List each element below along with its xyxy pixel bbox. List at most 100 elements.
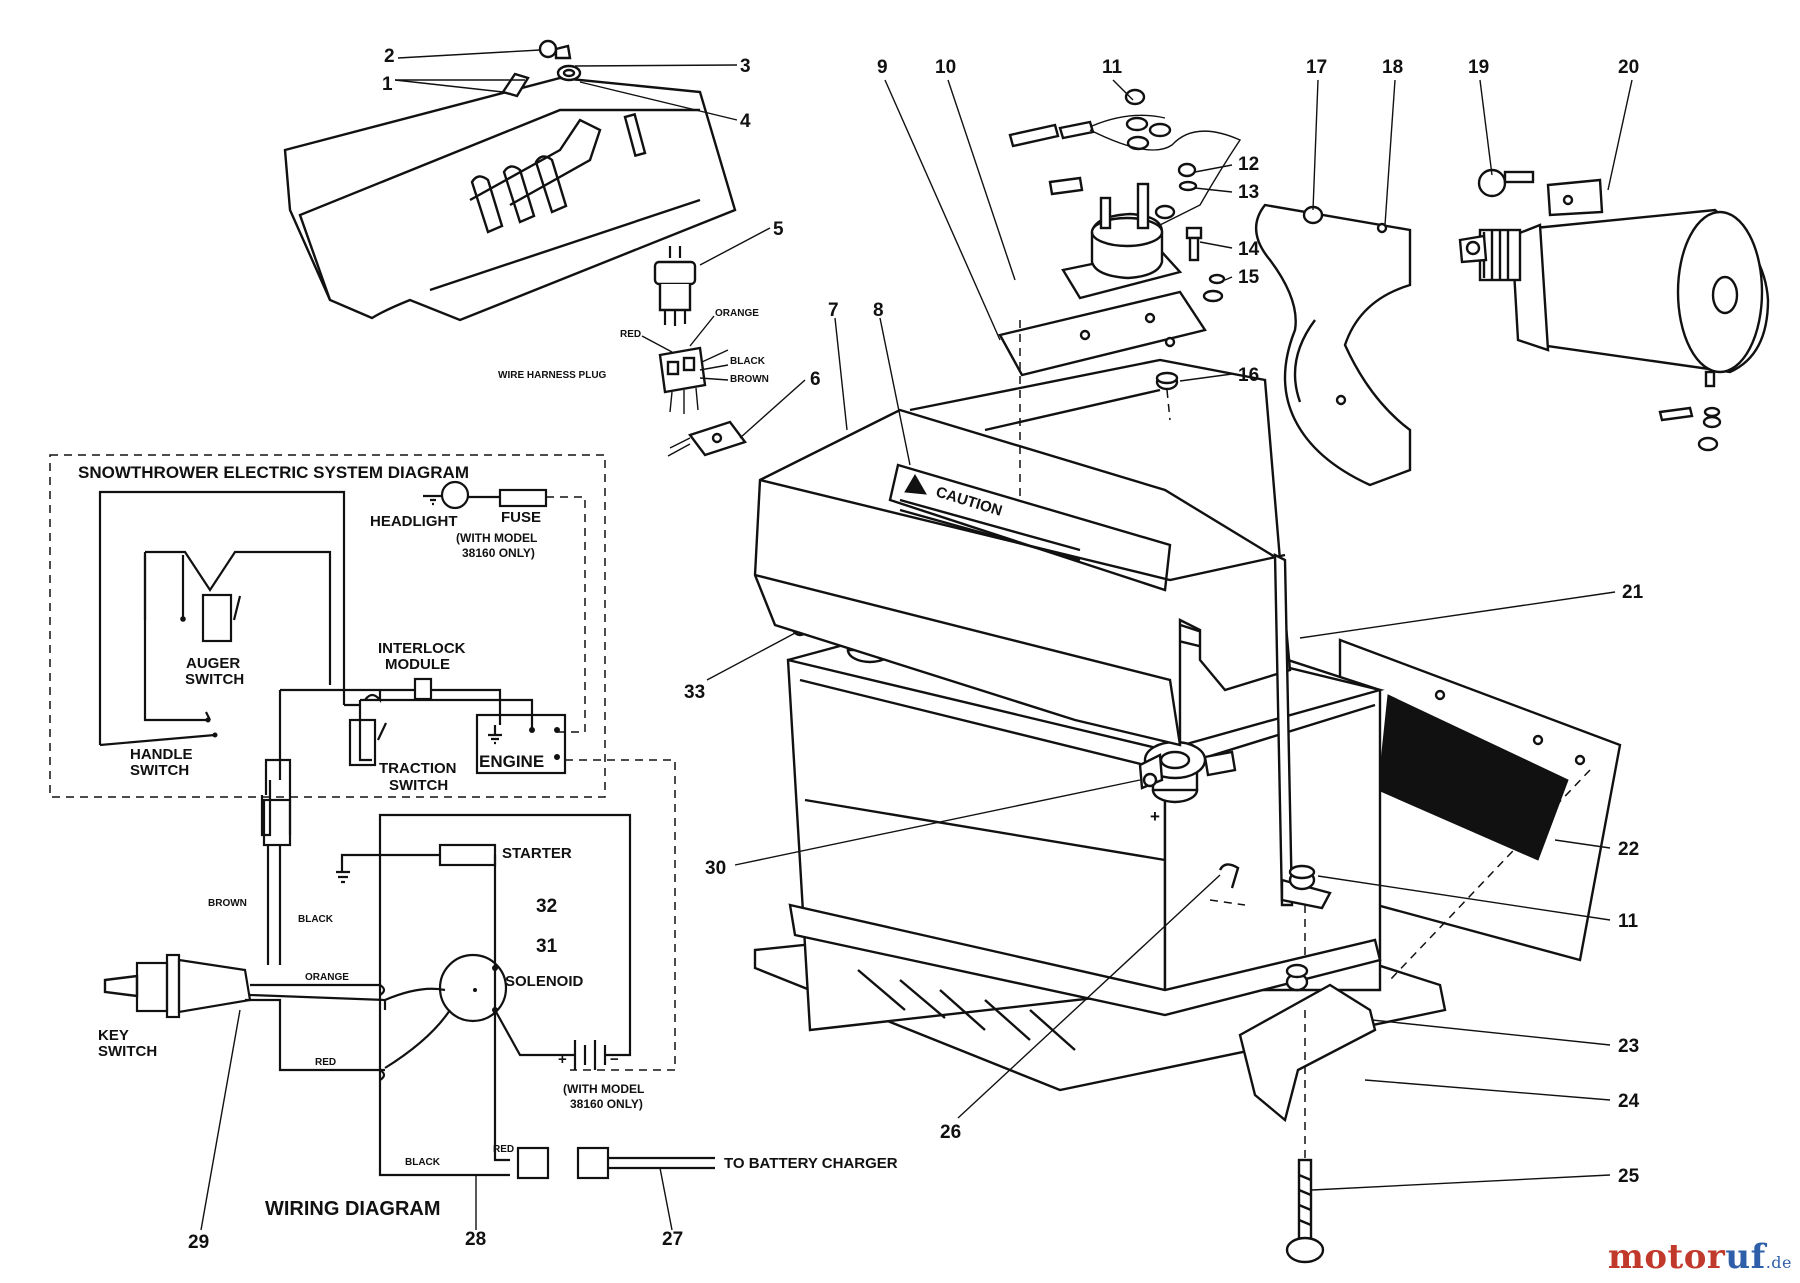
key-switch-label-1: KEY [98, 1027, 129, 1044]
callout-22: 22 [1618, 839, 1639, 860]
callout-29: 29 [188, 1232, 209, 1253]
engine-label: ENGINE [479, 752, 544, 771]
leader-lines [200, 49, 1633, 1231]
fuse-label: FUSE [501, 509, 541, 526]
wire-harness-plug [641, 315, 729, 414]
plug-labels: ORANGE RED BLACK BROWN WIRE HARNESS PLUG [498, 308, 769, 385]
callout-12: 12 [1238, 154, 1259, 175]
wire-label-orange: ORANGE [305, 972, 349, 983]
callout-24: 24 [1618, 1091, 1640, 1112]
control-panel [283, 39, 747, 457]
callout-18: 18 [1382, 57, 1403, 78]
handle-switch-label-1: HANDLE [130, 746, 193, 763]
switch-part-5 [653, 246, 697, 326]
callout-30: 30 [705, 858, 726, 879]
callout-3: 3 [740, 56, 751, 77]
battery-minus: − [610, 1051, 619, 1068]
callout-1: 1 [382, 74, 393, 95]
starter-motor [1458, 168, 1770, 452]
solenoid-assembly [998, 88, 1242, 391]
auger-switch-relay [201, 593, 233, 643]
panel-slots [469, 118, 602, 234]
interlock-label-2: MODULE [385, 656, 450, 673]
wire-label-black: BLACK [298, 914, 334, 925]
callout-2: 2 [384, 46, 395, 67]
callout-17: 17 [1306, 57, 1327, 78]
watermark-part-c: .de [1765, 1253, 1792, 1272]
traction-switch-label-2: SWITCH [389, 777, 448, 794]
key-switch-nut [135, 961, 169, 1013]
callout-11-bottom: 11 [1618, 911, 1639, 932]
battery-box: + CAUTION [753, 320, 1622, 1264]
traction-switch-label-1: TRACTION [379, 760, 457, 777]
system-diagram: SNOWTHROWER ELECTRIC SYSTEM DIAGRAM AUGE… [49, 454, 606, 847]
solenoid-label: SOLENOID [505, 973, 584, 990]
traction-switch-relay [348, 718, 377, 767]
interlock-module-symbol [413, 677, 433, 701]
callout-11-top: 11 [1102, 57, 1123, 78]
auger-switch-label-1: AUGER [186, 655, 240, 672]
callout-28: 28 [465, 1229, 486, 1250]
callout-10: 10 [935, 57, 956, 78]
headlight-symbol [440, 480, 470, 510]
handle-switch-label-2: SWITCH [130, 762, 189, 779]
callout-26: 26 [940, 1122, 961, 1143]
label-black: BLACK [730, 356, 766, 367]
callout-25: 25 [1618, 1166, 1640, 1187]
callout-19: 19 [1468, 57, 1489, 78]
terminal-30: + [1138, 740, 1237, 826]
callout-15: 15 [1238, 267, 1260, 288]
callout-27: 27 [662, 1229, 683, 1250]
wire-label-red-2: RED [493, 1144, 514, 1155]
battery-model-note-1: (WITH MODEL [563, 1082, 644, 1096]
charger-plug-female [576, 1146, 610, 1180]
label-orange: ORANGE [715, 308, 759, 319]
system-diagram-title: SNOWTHROWER ELECTRIC SYSTEM DIAGRAM [78, 463, 469, 482]
auger-switch-label-2: SWITCH [185, 671, 244, 688]
label-red: RED [620, 329, 641, 340]
callout-4: 4 [740, 111, 751, 132]
callout-5: 5 [773, 219, 784, 240]
fuse-symbol [498, 488, 548, 508]
callout-32: 32 [536, 896, 557, 917]
watermark-part-a: motor [1607, 1237, 1726, 1277]
watermark-part-b: uf [1725, 1237, 1766, 1277]
callout-9: 9 [877, 57, 888, 78]
callout-16: 16 [1238, 365, 1259, 386]
label-brown: BROWN [730, 374, 769, 385]
callout-14: 14 [1238, 239, 1260, 260]
watermark-logo: motoruf.de [1608, 1237, 1792, 1277]
battery-charger-label: TO BATTERY CHARGER [724, 1155, 898, 1172]
wiring-diagram: KEY SWITCH BROWN BLACK ORANGE RED BLACK … [98, 759, 898, 1231]
headlight-label: HEADLIGHT [370, 513, 458, 530]
key-switch-label-2: SWITCH [98, 1043, 157, 1060]
wiring-diagram-title: WIRING DIAGRAM [265, 1198, 441, 1220]
callout-21: 21 [1622, 582, 1644, 603]
callout-33: 33 [684, 682, 705, 703]
solenoid-symbol [438, 953, 508, 1023]
engine-box [475, 713, 567, 775]
wire-label-brown: BROWN [208, 898, 247, 909]
callout-13: 13 [1238, 182, 1259, 203]
battery-model-note-2: 38160 ONLY) [570, 1097, 643, 1111]
callout-7: 7 [828, 300, 839, 321]
callout-20: 20 [1618, 57, 1639, 78]
callout-31: 31 [536, 936, 558, 957]
interlock-label-1: INTERLOCK [378, 640, 466, 657]
key-part [538, 39, 572, 60]
wire-label-red: RED [315, 1057, 336, 1068]
starter-symbol [438, 843, 497, 867]
headlight-model-note-1: (WITH MODEL [456, 531, 537, 545]
harness-connector [262, 798, 292, 847]
plus-sign: + [1150, 807, 1160, 826]
headlight-model-note-2: 38160 ONLY) [462, 546, 535, 560]
starter-label: STARTER [502, 845, 572, 862]
bracket-18 [1254, 203, 1412, 487]
callout-8: 8 [873, 300, 884, 321]
battery-plus: + [558, 1051, 567, 1068]
callout-6: 6 [810, 369, 821, 390]
label-wire-harness-plug: WIRE HARNESS PLUG [498, 370, 607, 381]
callout-23: 23 [1618, 1036, 1639, 1057]
callout-numbers: 2 1 3 4 5 6 7 8 9 10 11 12 13 14 15 16 1… [188, 46, 1644, 1253]
